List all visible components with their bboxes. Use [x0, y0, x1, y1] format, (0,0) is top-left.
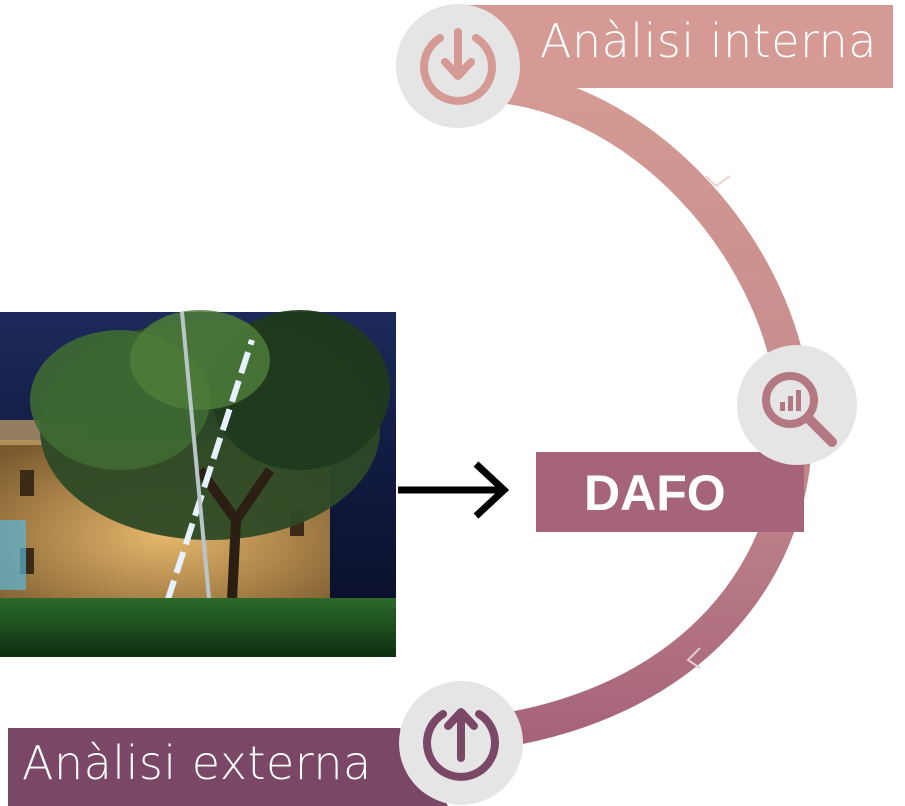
- bottom-banner: [8, 728, 448, 806]
- arrow-right-icon: [398, 461, 510, 519]
- arc-chevron-bottom: [686, 647, 701, 669]
- magnifier-chart-icon: [737, 345, 857, 465]
- internal-analysis-label: Anàlisi interna: [540, 14, 877, 68]
- arrow-down-circle-icon: [396, 4, 520, 128]
- arc-chevron-top: [705, 175, 731, 188]
- external-analysis-label: Anàlisi externa: [22, 736, 372, 790]
- night-building-with-tree-photo: [0, 310, 396, 657]
- arrow-up-circle-icon: [399, 681, 523, 805]
- center-box: [536, 452, 804, 532]
- top-banner: [468, 5, 893, 88]
- dafo-label: DAFO: [584, 465, 726, 521]
